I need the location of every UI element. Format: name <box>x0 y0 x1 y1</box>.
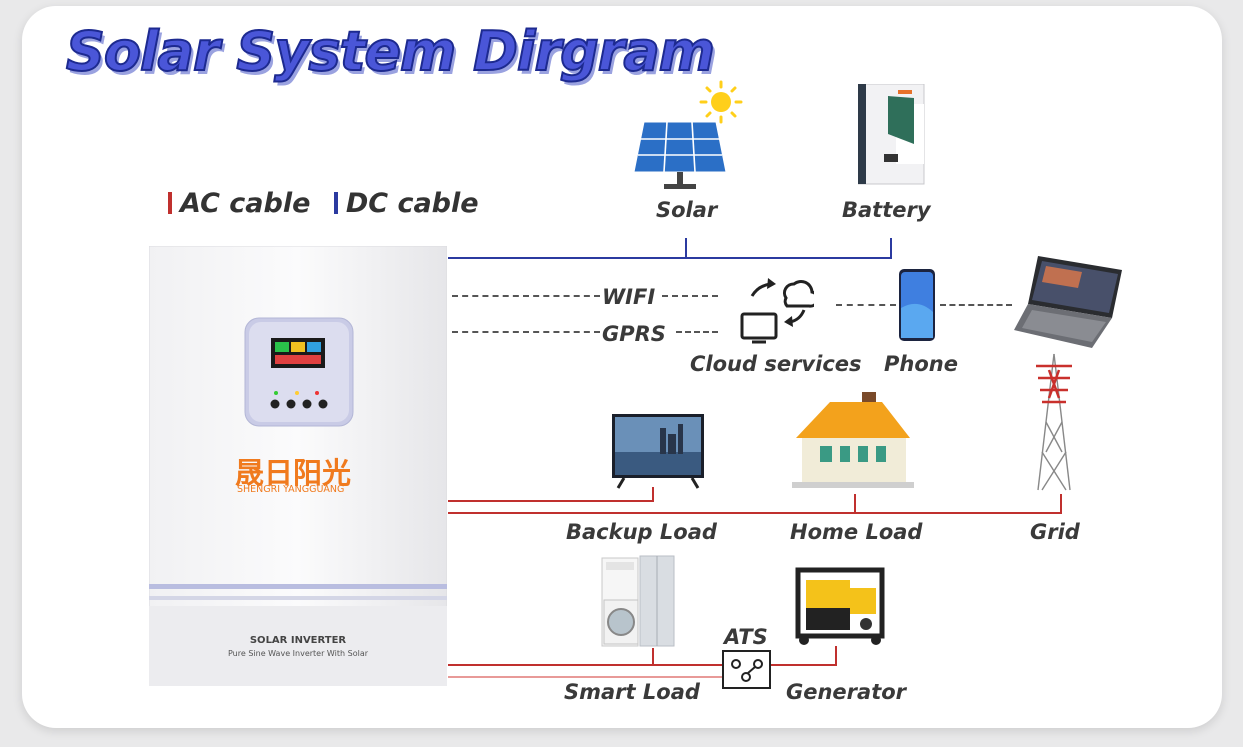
sun-icon <box>699 80 743 124</box>
battery-icon <box>858 84 925 185</box>
dc-cable-label: DC cable <box>345 188 479 219</box>
wifi-link-2 <box>662 295 718 297</box>
inverter-model: SOLAR INVERTER <box>249 635 347 646</box>
inverter-body-icon <box>149 246 447 686</box>
diagram-title: Solar System Dirgram <box>65 19 716 84</box>
house-icon <box>792 392 914 488</box>
phone-label: Phone <box>884 352 958 376</box>
ac-cable-grid-drop <box>1060 494 1062 513</box>
ac-legend-swatch <box>168 192 172 214</box>
ac-cable-generator-drop <box>835 646 837 665</box>
dc-cable-solar-drop <box>685 238 687 258</box>
solar-label: Solar <box>656 198 718 222</box>
ac-cable-grid <box>448 512 1062 514</box>
cloud-services-label: Cloud services <box>690 352 862 376</box>
solar-panel-icon <box>633 80 743 189</box>
ac-cable-generator <box>770 664 837 666</box>
ac-cable-smart-drop <box>652 648 654 665</box>
gprs-link-2 <box>676 331 718 333</box>
phone-laptop-link <box>940 304 1012 306</box>
phone-icon <box>899 269 935 341</box>
ac-cable-home-drop <box>854 494 856 513</box>
inverter: 晟日阳光 SHENGRI YANGGUANG SOLAR INVERTER Pu… <box>149 246 447 686</box>
ac-cable-smart <box>448 664 724 666</box>
ac-cable-backup <box>448 500 654 502</box>
ac-cable-backup-drop <box>652 487 654 501</box>
ac-cable-ats <box>448 676 724 678</box>
wifi-link <box>452 295 600 297</box>
ats-label: ATS <box>724 625 768 649</box>
generator-icon <box>795 567 885 645</box>
dc-cable <box>448 257 892 259</box>
ac-cable-label: AC cable <box>180 188 311 219</box>
dc-cable-battery-drop <box>890 238 892 258</box>
tv-icon <box>612 414 704 489</box>
laptop-icon <box>1014 256 1122 348</box>
smart-load-label: Smart Load <box>564 680 700 704</box>
inverter-brand-en: SHENGRI YANGGUANG <box>237 484 345 495</box>
monitor-icon <box>740 312 778 344</box>
gprs-label: GPRS <box>602 322 666 346</box>
battery-label: Battery <box>842 198 931 222</box>
home-load-label: Home Load <box>790 520 923 544</box>
backup-load-label: Backup Load <box>566 520 717 544</box>
ats-switch-icon[interactable] <box>722 650 772 690</box>
appliances-icon <box>601 555 675 647</box>
dc-legend-swatch <box>333 192 338 214</box>
legend: AC cable DC cable <box>168 188 479 219</box>
grid-label: Grid <box>1030 520 1080 544</box>
generator-label: Generator <box>786 680 907 704</box>
cloud-phone-link <box>836 304 896 306</box>
cloud-icon <box>740 278 814 344</box>
gprs-link <box>452 331 600 333</box>
inverter-brand-cn: 晟日阳光 <box>235 456 352 490</box>
wifi-label: WIFI <box>602 285 656 309</box>
inverter-subtitle: Pure Sine Wave Inverter With Solar <box>227 649 369 658</box>
grid-tower-icon <box>1036 353 1072 491</box>
